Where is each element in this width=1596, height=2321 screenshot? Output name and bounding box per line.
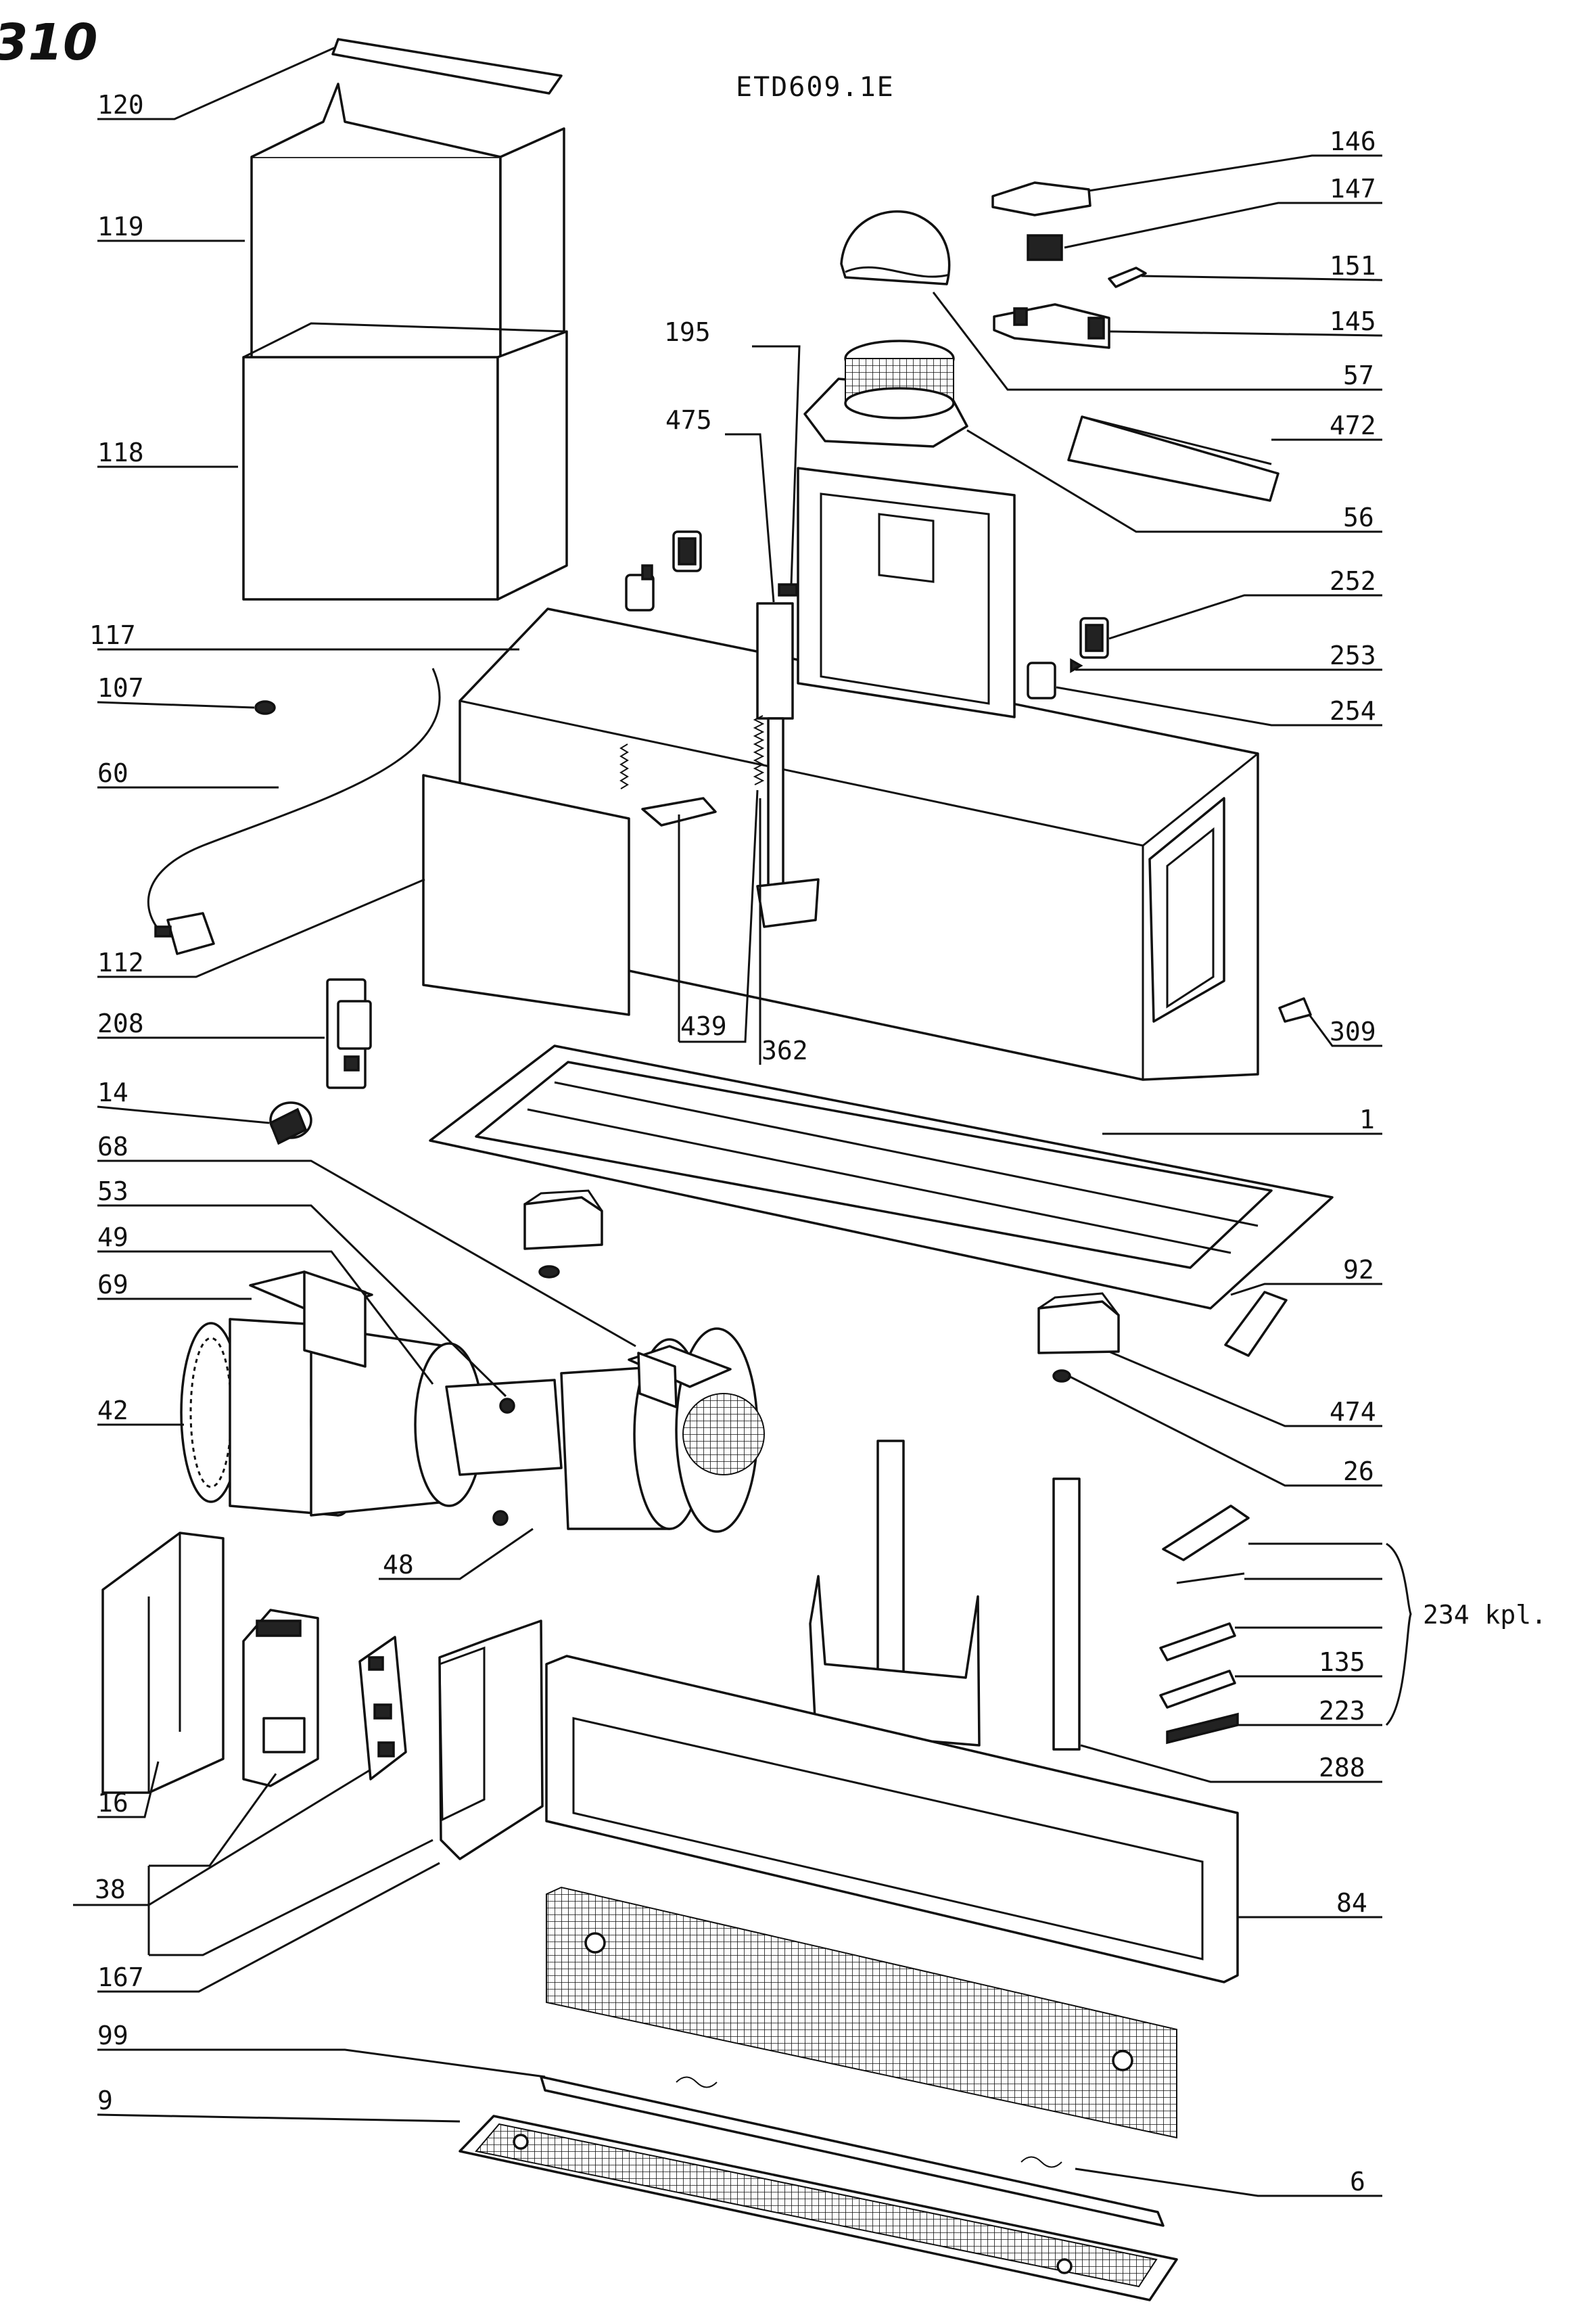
label-234: 234 kpl. bbox=[1423, 1600, 1547, 1630]
label-439: 439 bbox=[680, 1011, 727, 1041]
label-474: 474 bbox=[1330, 1397, 1376, 1427]
label-84: 84 bbox=[1336, 1888, 1367, 1918]
angle-bracket-92 bbox=[1224, 1291, 1288, 1357]
label-68: 68 bbox=[97, 1132, 128, 1162]
chimney-upper-119 bbox=[250, 83, 565, 367]
front-panel-112 bbox=[422, 774, 630, 1016]
spring-439 bbox=[619, 743, 717, 827]
label-254: 254 bbox=[1330, 696, 1376, 726]
label-9: 9 bbox=[97, 2086, 113, 2115]
label-362: 362 bbox=[761, 1036, 808, 1065]
spring-362 bbox=[753, 715, 765, 785]
label-1: 1 bbox=[1359, 1105, 1375, 1134]
leader-lines bbox=[73, 46, 1412, 2197]
switch-252 bbox=[1079, 617, 1109, 659]
clip-151 bbox=[1108, 267, 1147, 288]
circuit-board-167 bbox=[358, 1636, 407, 1780]
label-167: 167 bbox=[97, 1962, 144, 1992]
chimney-lower-118 bbox=[242, 322, 568, 601]
label-53: 53 bbox=[97, 1176, 128, 1206]
label-117: 117 bbox=[89, 620, 136, 650]
mount-bracket-69 bbox=[249, 1270, 373, 1368]
cover-strip-472 bbox=[1067, 415, 1280, 502]
switch-left-pair bbox=[625, 530, 702, 612]
filter-parts-234 bbox=[1159, 1504, 1250, 1745]
label-309: 309 bbox=[1330, 1017, 1376, 1047]
mount-bracket-68 bbox=[628, 1345, 732, 1408]
lamp-cover-57 bbox=[840, 210, 951, 285]
label-60: 60 bbox=[97, 758, 128, 788]
label-147: 147 bbox=[1330, 174, 1376, 204]
cap-254 bbox=[1027, 662, 1056, 699]
label-472: 472 bbox=[1330, 411, 1376, 440]
label-223: 223 bbox=[1319, 1696, 1365, 1726]
insulator-sheet bbox=[438, 1619, 544, 1860]
screw-107 bbox=[254, 700, 276, 715]
pcb-bracket-38 bbox=[242, 1609, 319, 1787]
label-42: 42 bbox=[97, 1396, 128, 1425]
label-16: 16 bbox=[97, 1788, 128, 1818]
carbon-filter-9 bbox=[459, 2115, 1178, 2301]
blower-assembly-42 bbox=[180, 1318, 765, 1533]
label-253: 253 bbox=[1330, 641, 1376, 670]
end-cover-16 bbox=[101, 1532, 225, 1794]
label-48: 48 bbox=[383, 1550, 414, 1580]
tilde-marks bbox=[676, 2076, 1062, 2168]
label-145: 145 bbox=[1330, 306, 1376, 336]
label-118: 118 bbox=[97, 438, 144, 467]
label-252: 252 bbox=[1330, 566, 1376, 596]
label-92: 92 bbox=[1343, 1255, 1374, 1285]
label-26: 26 bbox=[1343, 1456, 1374, 1486]
trim-strip-99 bbox=[540, 2075, 1165, 2227]
socket-147 bbox=[1027, 234, 1063, 261]
label-195: 195 bbox=[664, 317, 711, 347]
capacitor-14 bbox=[268, 1101, 312, 1145]
label-208: 208 bbox=[97, 1009, 144, 1038]
chimney-cap-120 bbox=[331, 38, 563, 95]
support-bar-288 bbox=[1052, 1477, 1081, 1751]
support-rod-475 bbox=[756, 583, 820, 928]
front-fascia-84 bbox=[545, 1655, 1239, 1983]
label-107: 107 bbox=[97, 673, 144, 703]
label-6: 6 bbox=[1350, 2167, 1365, 2197]
label-38: 38 bbox=[95, 1875, 126, 1904]
label-119: 119 bbox=[97, 212, 144, 242]
label-146: 146 bbox=[1330, 127, 1376, 156]
label-112: 112 bbox=[97, 948, 144, 978]
outlet-collar-56 bbox=[803, 340, 968, 448]
label-151: 151 bbox=[1330, 251, 1376, 281]
part-labels: 120 119 118 117 107 60 112 208 14 68 53 … bbox=[89, 90, 1547, 2197]
label-69: 69 bbox=[97, 1270, 128, 1300]
label-135: 135 bbox=[1319, 1647, 1365, 1677]
clip-309 bbox=[1278, 997, 1312, 1023]
label-120: 120 bbox=[97, 90, 144, 120]
junction-box-474 bbox=[1037, 1292, 1120, 1383]
grease-filter-84 bbox=[546, 1886, 1177, 2139]
model-code: ETD609.1E bbox=[736, 72, 895, 103]
label-49: 49 bbox=[97, 1222, 128, 1252]
housing-1 bbox=[459, 607, 1259, 1081]
corner-mark: 310 bbox=[0, 14, 97, 72]
filter-frame-1 bbox=[429, 1044, 1334, 1310]
label-56: 56 bbox=[1343, 503, 1374, 532]
screw-253 bbox=[1070, 658, 1083, 674]
label-288: 288 bbox=[1319, 1753, 1365, 1783]
switch-block-145 bbox=[993, 303, 1110, 349]
junction-box-53 bbox=[523, 1189, 603, 1279]
power-cable-60 bbox=[147, 668, 441, 955]
label-99: 99 bbox=[97, 2021, 128, 2050]
lamp-holder-146 bbox=[991, 181, 1092, 216]
support-bar-left bbox=[809, 1440, 981, 1747]
outlet-frame-56 bbox=[797, 467, 1016, 718]
label-14: 14 bbox=[97, 1078, 128, 1107]
label-475: 475 bbox=[665, 405, 712, 435]
label-57: 57 bbox=[1343, 361, 1374, 390]
capacitor-208 bbox=[326, 978, 372, 1089]
